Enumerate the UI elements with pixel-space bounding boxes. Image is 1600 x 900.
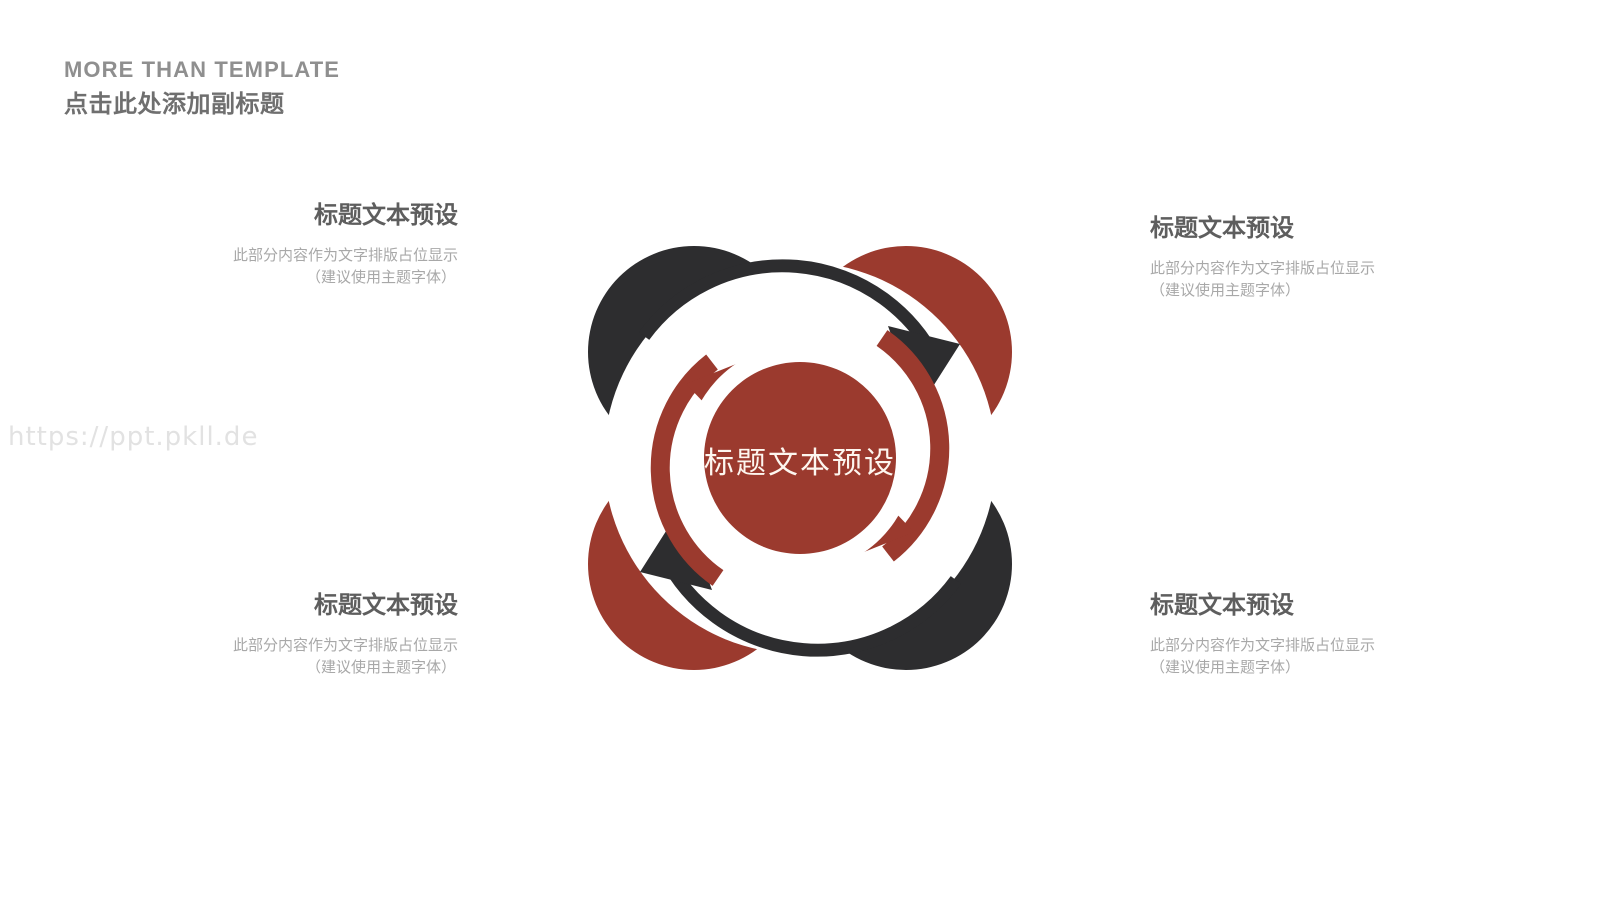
label-title-bottom-right: 标题文本预设 <box>1150 592 1294 619</box>
label-block-top-left: 标题文本预设 此部分内容作为文字排版占位显示 （建议使用主题字体） <box>128 200 458 289</box>
slide-subtitle: 点击此处添加副标题 <box>64 90 285 118</box>
label-body-bottom-left: 此部分内容作为文字排版占位显示 （建议使用主题字体） <box>128 635 458 679</box>
cycle-diagram-svg <box>588 246 1012 670</box>
label-body-line2-top-left: （建议使用主题字体） <box>305 268 456 286</box>
label-body-line2-bottom-left: （建议使用主题字体） <box>305 658 456 676</box>
label-body-line1-top-left: 此部分内容作为文字排版占位显示 <box>232 247 458 265</box>
slide-title: MORE THAN TEMPLATE <box>64 57 341 82</box>
label-body-line2-bottom-right: （建议使用主题字体） <box>1150 658 1301 676</box>
label-body-bottom-right: 此部分内容作为文字排版占位显示 （建议使用主题字体） <box>1150 635 1480 679</box>
center-hub[interactable] <box>704 362 896 554</box>
label-block-bottom-right: 标题文本预设 此部分内容作为文字排版占位显示 （建议使用主题字体） <box>1150 590 1480 679</box>
slide-header: MORE THAN TEMPLATE 点击此处添加副标题 <box>64 56 764 120</box>
label-body-top-left: 此部分内容作为文字排版占位显示 （建议使用主题字体） <box>128 245 458 289</box>
watermark-url: https://ppt.pkll.de <box>8 422 259 452</box>
label-block-bottom-left: 标题文本预设 此部分内容作为文字排版占位显示 （建议使用主题字体） <box>128 590 458 679</box>
label-body-line1-bottom-right: 此部分内容作为文字排版占位显示 <box>1150 637 1376 655</box>
label-body-top-right: 此部分内容作为文字排版占位显示 （建议使用主题字体） <box>1150 258 1480 302</box>
label-title-top-left: 标题文本预设 <box>314 202 458 229</box>
label-body-line1-bottom-left: 此部分内容作为文字排版占位显示 <box>232 637 458 655</box>
label-title-top-right: 标题文本预设 <box>1150 215 1294 242</box>
cycle-diagram: 标题文本预设 <box>490 148 1110 768</box>
label-title-bottom-left: 标题文本预设 <box>314 592 458 619</box>
label-block-top-right: 标题文本预设 此部分内容作为文字排版占位显示 （建议使用主题字体） <box>1150 213 1480 302</box>
label-body-line1-top-right: 此部分内容作为文字排版占位显示 <box>1150 260 1376 278</box>
label-body-line2-top-right: （建议使用主题字体） <box>1150 281 1301 299</box>
